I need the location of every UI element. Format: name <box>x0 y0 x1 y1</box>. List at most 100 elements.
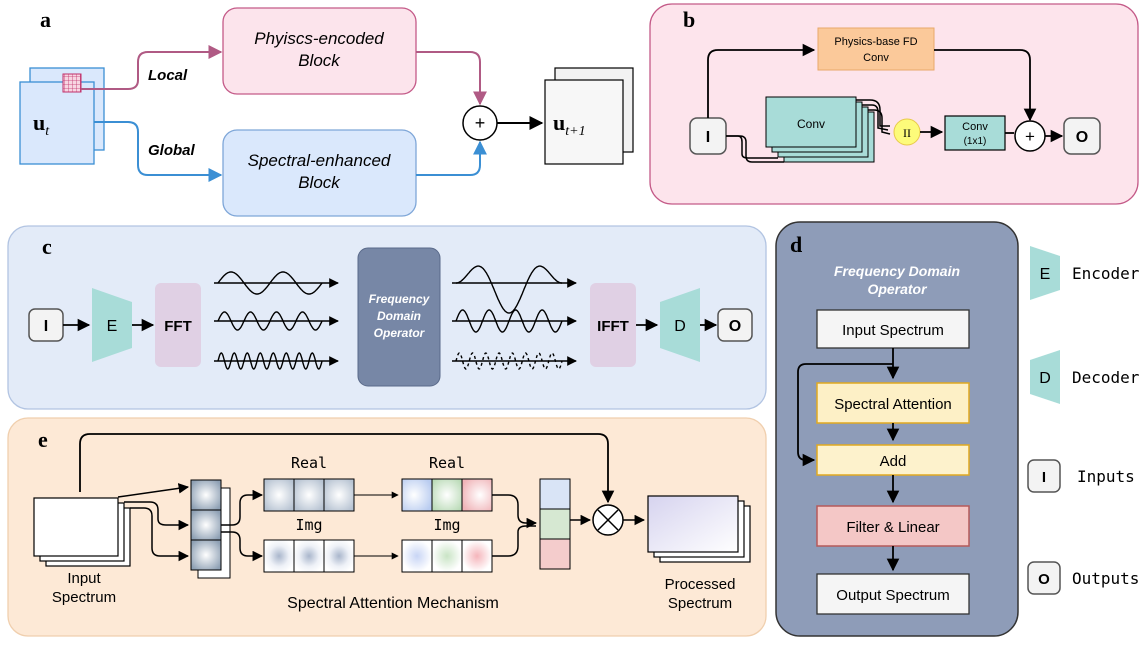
wave-high-freq <box>217 352 323 370</box>
panel-c: c I E FFT Frequency Domain Operator <box>7 225 767 410</box>
legend-decoder-label: Decoder <box>1072 368 1140 387</box>
vector-cell-2 <box>190 509 222 541</box>
input-to-vector-arrow-1 <box>117 483 190 498</box>
conv-block <box>765 96 857 148</box>
legend-decoder-icon <box>1030 350 1060 404</box>
attention-weight-cell-1 <box>539 478 571 510</box>
local-label: Local <box>148 67 188 84</box>
input-spectrum-step <box>816 309 970 349</box>
real-weighted-cell-2 <box>431 478 463 512</box>
output-spectrum-step <box>816 573 970 615</box>
input-to-conv-line-1 <box>726 135 784 163</box>
out-wave-mid-freq <box>455 309 563 333</box>
vector-to-real-arrow <box>221 489 264 526</box>
input-waves <box>214 271 339 370</box>
operator-line1: Frequency <box>369 292 431 306</box>
decoder-label-c: D <box>674 318 686 335</box>
img-weighted-cell-3 <box>461 539 493 573</box>
output-waves <box>452 265 577 370</box>
vector-to-img-arrow <box>221 531 264 562</box>
spectral-block-line1: Spectral-enhanced <box>248 151 391 170</box>
physics-block-line1: Phyiscs-encoded <box>254 29 384 48</box>
u-t1-layer-front <box>544 79 624 165</box>
operator-line3: Operator <box>374 326 426 340</box>
input-spectrum-line1: Input <box>67 570 101 587</box>
img-to-merge-arrow <box>492 525 536 557</box>
legend-decoder-symbol: D <box>1039 370 1051 387</box>
fd-conv-line1: Physics-base FD <box>834 36 917 48</box>
add-step <box>816 444 970 476</box>
real-cell-3 <box>323 478 355 512</box>
global-arrow <box>94 121 223 182</box>
real-to-merge-arrow <box>492 494 538 529</box>
conv-to-pi-line-1 <box>856 99 890 127</box>
wave-mid-freq <box>217 311 323 331</box>
local-arrow <box>81 45 223 90</box>
output-label-c: O <box>729 318 741 335</box>
legend-inputs-label: Inputs <box>1077 467 1135 486</box>
img-cell-3 <box>323 539 355 573</box>
img-label-1: Img <box>295 516 322 534</box>
input-label-c: I <box>44 318 48 335</box>
physics-to-sum-arrow <box>416 51 487 106</box>
fft-label: FFT <box>164 318 192 335</box>
u-t1-label: ut+1 <box>553 110 586 139</box>
real-label-2: Real <box>429 454 465 472</box>
input-spectrum-step-label: Input Spectrum <box>842 322 944 339</box>
img-cell-2 <box>293 539 325 573</box>
spectral-attention-mechanism-label: Spectral Attention Mechanism <box>287 595 499 612</box>
attention-weight-cell-3 <box>539 538 571 570</box>
ifft-box <box>590 283 636 367</box>
sum-symbol-b: + <box>1025 127 1035 146</box>
legend-encoder-label: Encoder <box>1072 264 1140 283</box>
fd-conv-block <box>817 27 935 71</box>
global-label: Global <box>148 142 196 159</box>
processed-spectrum-line2: Spectrum <box>668 595 732 612</box>
panel-d: d Frequency Domain Operator Input Spectr… <box>775 221 1019 637</box>
ifft-label: IFFT <box>597 318 629 335</box>
add-step-label: Add <box>880 453 907 470</box>
frequency-domain-operator-box <box>357 247 441 387</box>
fft-box <box>155 283 201 367</box>
panel-label-e: e <box>38 427 48 452</box>
img-weighted-cell-1 <box>401 539 433 573</box>
legend-inputs-symbol: I <box>1042 469 1046 486</box>
processed-spectrum-layer-1 <box>647 495 739 553</box>
panel-e: e Input Spectrum Real Img <box>7 417 767 637</box>
u-t-label: ut <box>33 110 50 139</box>
input-spectrum-line2: Spectrum <box>52 589 116 606</box>
spectral-attention-step-label: Spectral Attention <box>834 396 952 413</box>
legend-encoder-icon <box>1030 246 1060 300</box>
physics-block-line2: Block <box>298 51 341 70</box>
residual-skip-arrow <box>797 363 893 467</box>
out-wave-low-freq <box>456 265 562 314</box>
legend-inputs-icon <box>1027 459 1061 493</box>
spectral-enhanced-block <box>222 129 417 217</box>
vector-cell-1 <box>190 479 222 511</box>
output-box-b <box>1063 117 1101 155</box>
input-label-b: I <box>706 129 710 146</box>
panel-e-background <box>7 417 767 637</box>
panel-label-d: d <box>790 232 802 257</box>
filter-linear-step-label: Filter & Linear <box>846 519 939 536</box>
img-cell-1 <box>263 539 295 573</box>
panel-d-title-line1: Frequency Domain <box>834 263 960 279</box>
panel-b: b Physics-base FD Conv I Conv II Conv (1… <box>649 3 1139 205</box>
encoder-label-c: E <box>107 318 118 335</box>
panel-a: a ut Local Global Phyiscs-encoded Block … <box>19 7 634 217</box>
legend: E Encoder D Decoder I Inputs O Outputs <box>1027 246 1140 595</box>
fd-conv-line2: Conv <box>863 52 889 64</box>
decoder-shape <box>660 288 700 362</box>
conv-label: Conv <box>797 117 825 131</box>
wave-low-freq <box>217 271 323 295</box>
img-label-2: Img <box>433 516 460 534</box>
input-to-vector-arrow-3 <box>130 507 190 562</box>
panel-label-a: a <box>40 7 51 32</box>
output-spectrum-step-label: Output Spectrum <box>836 587 949 604</box>
panel-label-c: c <box>42 234 52 259</box>
input-to-vector-arrow-2 <box>124 501 190 531</box>
real-weighted-cell-3 <box>461 478 493 512</box>
multiply-symbol <box>597 509 619 531</box>
operator-line2: Domain <box>377 309 421 323</box>
conv-to-pi-line-2 <box>862 104 889 131</box>
